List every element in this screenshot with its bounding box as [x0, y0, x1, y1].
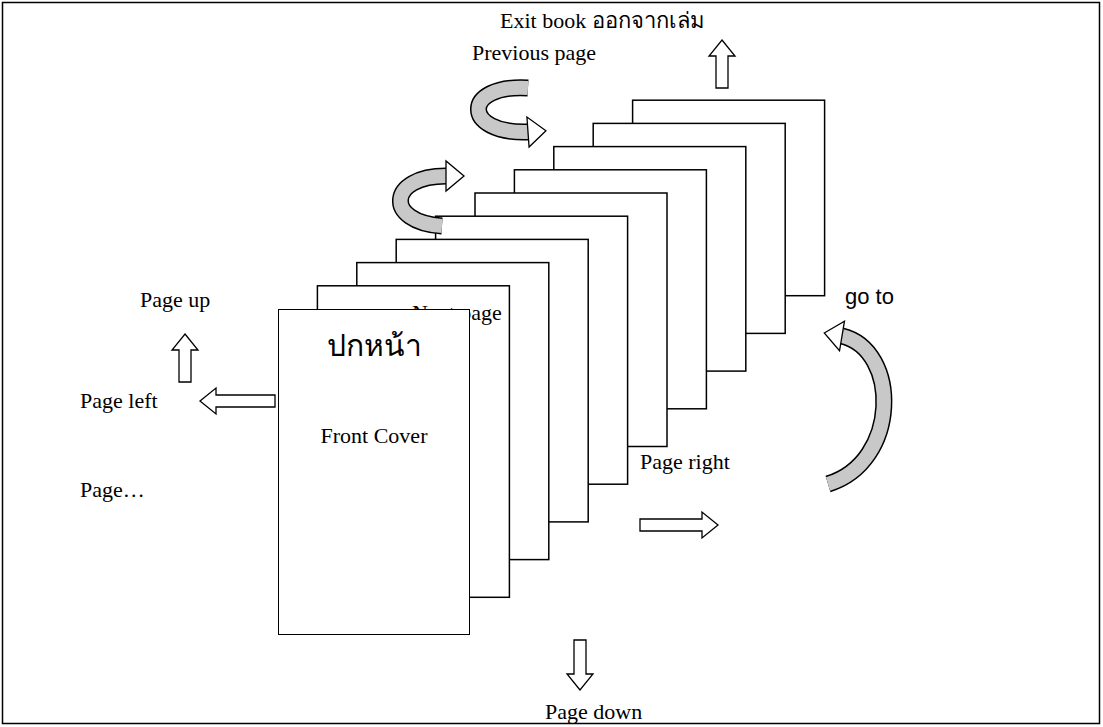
nav-label: Page right [640, 449, 730, 475]
nav-label: go to [845, 284, 894, 310]
block-arrow [709, 40, 735, 88]
nav-label: Page left [80, 388, 158, 414]
nav-label: Page up [140, 287, 210, 313]
nav-label: Exit book ออกจากเล่ม [500, 8, 705, 34]
nav-label: Previous page [472, 40, 596, 66]
block-arrow [567, 640, 593, 690]
nav-label: Page… [80, 477, 145, 503]
front-cover: ปกหน้า Front Cover [278, 309, 470, 635]
curved-arrow [479, 88, 546, 147]
curved-arrow [400, 161, 464, 226]
cover-text: ปกหน้า [279, 326, 469, 365]
nav-label: Page down [545, 699, 642, 725]
block-arrow [172, 334, 198, 382]
block-arrow [640, 512, 718, 538]
frame [3, 3, 1100, 724]
cover-text: Front Cover [279, 422, 469, 451]
curved-arrow [824, 321, 884, 484]
block-arrow [200, 388, 275, 414]
